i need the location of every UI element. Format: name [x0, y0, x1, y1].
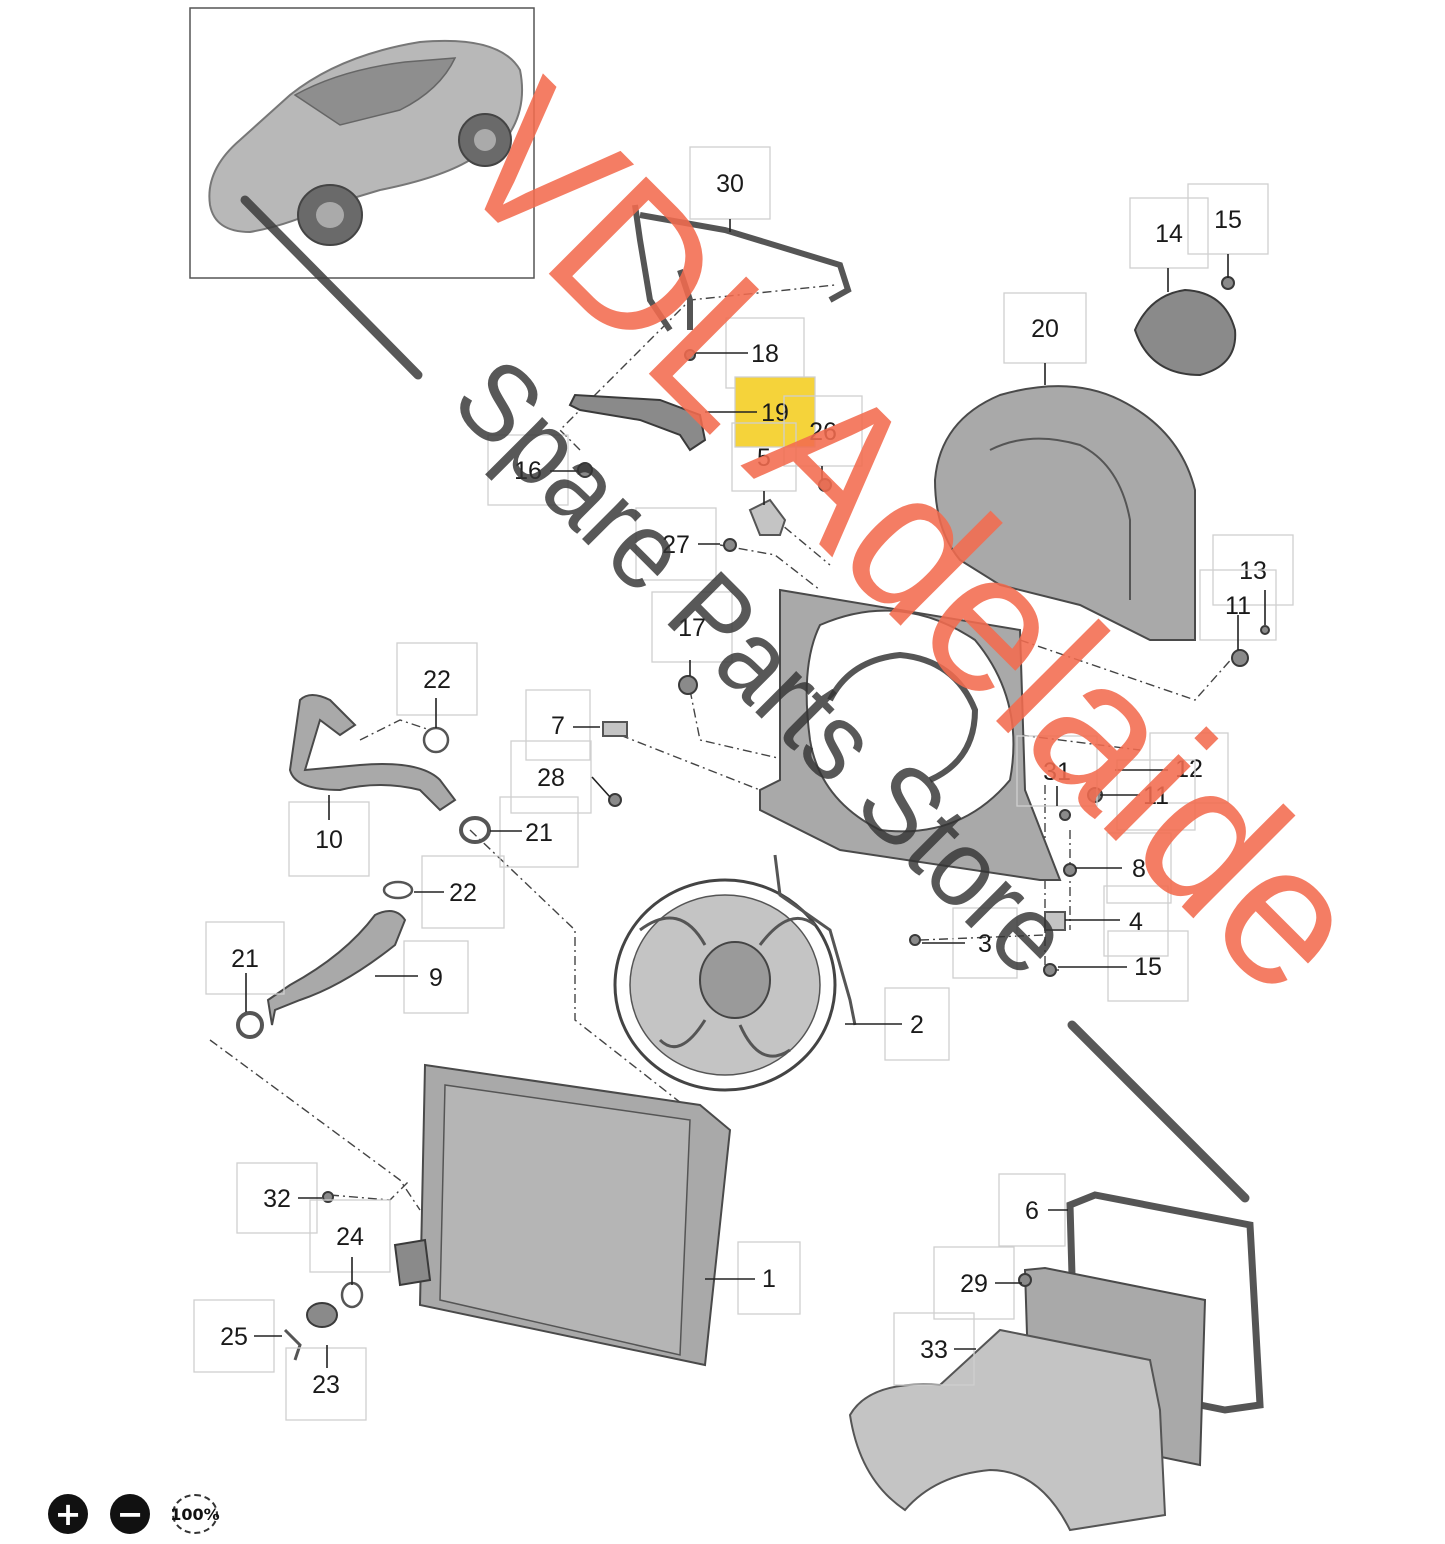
callout-number: 6 — [1025, 1197, 1039, 1225]
callout-4[interactable]: 4 — [1065, 885, 1169, 957]
callout-18[interactable]: 18 — [695, 317, 805, 389]
callout-box — [487, 434, 569, 506]
zoom-out-button[interactable]: − — [110, 1494, 150, 1534]
callout-number: 32 — [263, 1185, 291, 1213]
callout-8[interactable]: 8 — [1075, 832, 1172, 904]
callout-number: 25 — [220, 1323, 248, 1351]
callout-box — [499, 796, 579, 868]
callout-number: 28 — [537, 764, 565, 792]
callout-box — [205, 921, 285, 995]
callout-26[interactable]: 26 — [783, 395, 863, 480]
callout-number: 21 — [525, 819, 553, 847]
callout-10[interactable]: 10 — [288, 795, 370, 877]
vehicle-overview — [189, 7, 535, 279]
callout-22[interactable]: 22 — [396, 642, 478, 728]
callout-3[interactable]: 3 — [922, 907, 1018, 979]
callout-number: 31 — [1043, 758, 1071, 786]
callout-number: 7 — [551, 712, 565, 740]
callout-box — [651, 591, 733, 663]
callout-20[interactable]: 20 — [1003, 292, 1087, 385]
callout-22[interactable]: 22 — [414, 855, 505, 929]
callout-17[interactable]: 17 — [651, 591, 733, 676]
callout-leader-line — [591, 776, 611, 798]
callout-30[interactable]: 30 — [689, 146, 771, 232]
callout-11[interactable]: 11 — [1100, 759, 1196, 831]
callout-number: 11 — [1225, 592, 1251, 620]
callout-27[interactable]: 27 — [635, 507, 720, 581]
callout-15[interactable]: 15 — [1187, 183, 1269, 278]
callout-box — [1149, 732, 1229, 804]
callout-number: 22 — [423, 666, 451, 694]
callout-21[interactable]: 21 — [205, 921, 285, 1012]
callout-box — [1103, 885, 1169, 957]
callout-14[interactable]: 14 — [1129, 197, 1209, 292]
callout-6[interactable]: 6 — [998, 1173, 1068, 1247]
callout-box — [1129, 197, 1209, 269]
part-shapes — [236, 204, 1270, 1532]
callout-29[interactable]: 29 — [933, 1246, 1022, 1320]
zoom-controls: + − 100% — [48, 1494, 220, 1534]
callout-number: 24 — [336, 1223, 364, 1251]
callout-box — [510, 740, 592, 814]
callout-9[interactable]: 9 — [375, 940, 469, 1014]
callout-box — [525, 689, 591, 761]
callout-number: 2 — [910, 1011, 924, 1039]
callout-number: 23 — [312, 1371, 340, 1399]
zoom-reset-button[interactable]: 100% — [170, 1494, 220, 1534]
callout-5[interactable]: 5 — [731, 422, 797, 505]
callout-box — [285, 1347, 367, 1421]
callout-number: 14 — [1155, 220, 1183, 248]
callout-number: 11 — [1143, 782, 1169, 810]
callout-31[interactable]: 31 — [1016, 735, 1098, 807]
callout-box — [783, 395, 863, 467]
callout-number: 30 — [716, 170, 744, 198]
callout-7[interactable]: 7 — [525, 689, 600, 761]
callout-28[interactable]: 28 — [510, 740, 611, 814]
callout-number: 26 — [809, 418, 837, 446]
callout-number: 10 — [315, 826, 343, 854]
callout-box — [396, 642, 478, 716]
callout-number: 22 — [449, 879, 477, 907]
callout-number: 1 — [762, 1265, 776, 1293]
callout-15[interactable]: 15 — [1058, 930, 1189, 1002]
callout-number: 15 — [1134, 953, 1162, 981]
callout-33[interactable]: 33 — [893, 1312, 976, 1386]
callout-number: 27 — [662, 531, 690, 559]
callout-25[interactable]: 25 — [193, 1299, 282, 1373]
callout-11[interactable]: 11 — [1199, 569, 1277, 650]
callout-number: 33 — [920, 1336, 948, 1364]
callout-number: 8 — [1132, 855, 1146, 883]
callout-number: 13 — [1239, 557, 1267, 585]
callout-23[interactable]: 23 — [285, 1345, 367, 1421]
callout-2[interactable]: 2 — [845, 987, 950, 1061]
callout-number: 16 — [514, 457, 542, 485]
callout-box — [737, 1241, 801, 1315]
callout-24[interactable]: 24 — [309, 1199, 391, 1285]
callout-21[interactable]: 21 — [490, 796, 579, 868]
callout-number: 15 — [1214, 206, 1242, 234]
callout-number: 21 — [231, 945, 259, 973]
callout-number: 29 — [960, 1270, 988, 1298]
callout-number: 4 — [1129, 908, 1143, 936]
callout-number: 18 — [751, 340, 779, 368]
callout-box — [1107, 930, 1189, 1002]
callout-box — [403, 940, 469, 1014]
callout-number: 20 — [1031, 315, 1059, 343]
callout-number: 17 — [678, 614, 706, 642]
callout-1[interactable]: 1 — [705, 1241, 801, 1315]
callout-16[interactable]: 16 — [487, 434, 578, 506]
callout-number: 9 — [429, 964, 443, 992]
callout-number: 5 — [757, 444, 771, 472]
callout-number: 3 — [978, 930, 992, 958]
callout-32[interactable]: 32 — [236, 1162, 322, 1234]
callout-box — [309, 1199, 391, 1273]
zoom-in-button[interactable]: + — [48, 1494, 88, 1534]
